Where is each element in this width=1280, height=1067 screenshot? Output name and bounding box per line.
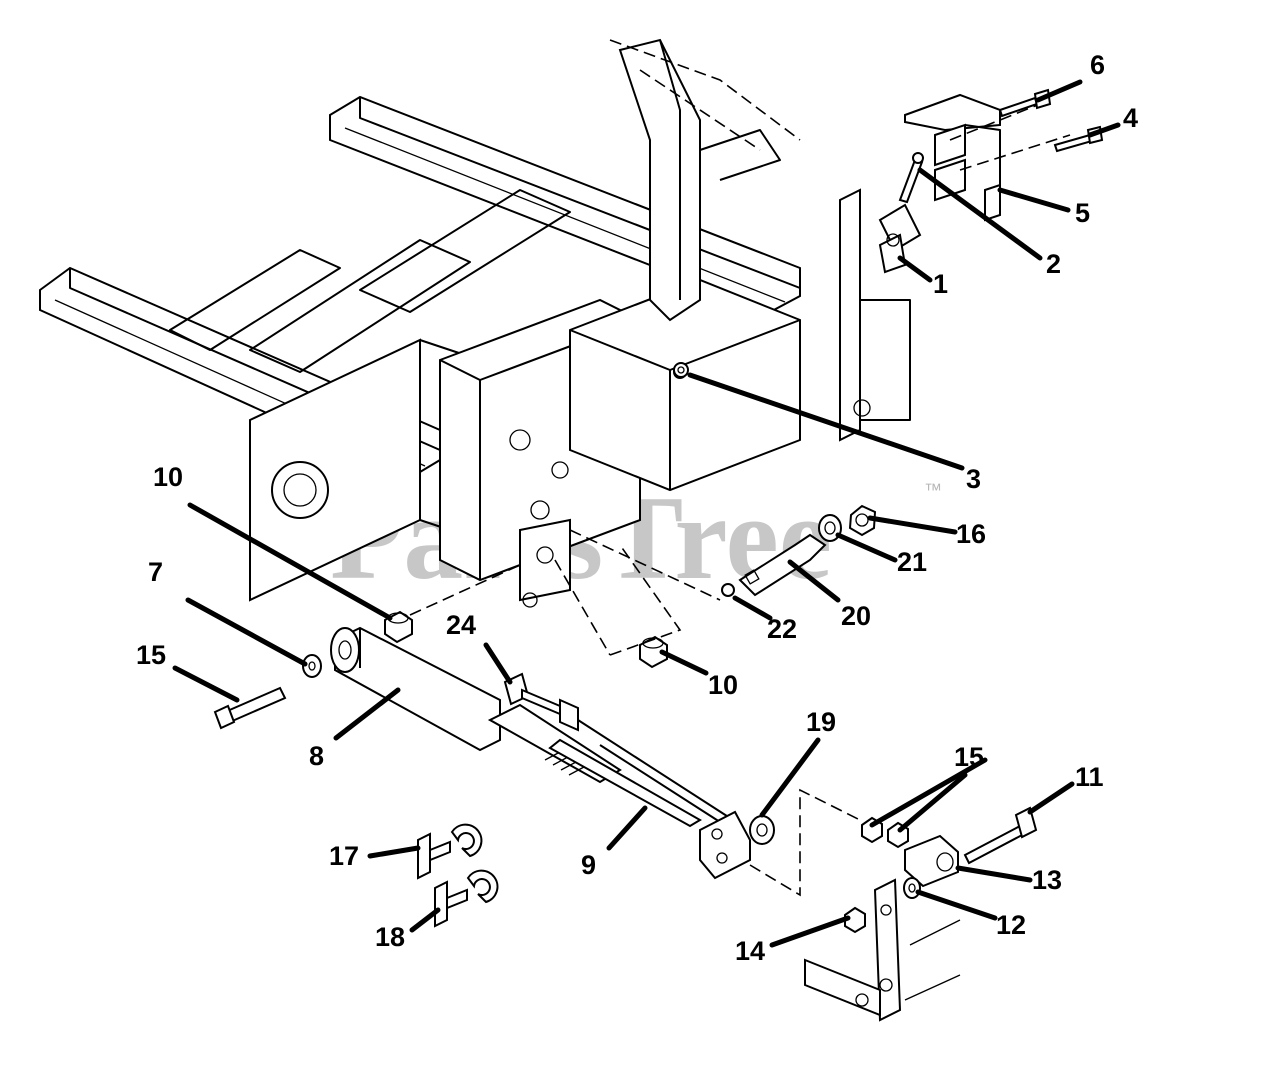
callout-9: 9 xyxy=(581,850,596,880)
callout-4: 4 xyxy=(1123,103,1138,133)
callout-18: 17 xyxy=(329,841,359,871)
clips-18-19 xyxy=(417,823,499,928)
callout-17: 16 xyxy=(956,519,986,549)
linkage-upper-parts xyxy=(569,504,877,601)
callout-10-upper: 10 xyxy=(153,462,183,492)
callout-7: 7 xyxy=(148,557,163,587)
callout-6: 6 xyxy=(1090,50,1105,80)
callout-22: 21 xyxy=(897,547,927,577)
leader-lines xyxy=(172,79,1121,948)
callout-1: 1 xyxy=(933,269,948,299)
callout-16: 15 xyxy=(136,640,166,670)
callout-14: 14 xyxy=(735,936,765,966)
callout-2: 2 xyxy=(1046,249,1061,279)
watermark-trademark: ™ xyxy=(924,480,942,500)
callout-24: 24 xyxy=(446,610,476,640)
nut-3-part xyxy=(673,362,689,378)
callout-5: 5 xyxy=(1075,198,1090,228)
callout-3: 3 xyxy=(966,464,981,494)
lower-linkage-parts xyxy=(804,806,1038,1022)
callout-20: 19 xyxy=(806,707,836,737)
callout-19: 18 xyxy=(375,922,405,952)
callout-8: 8 xyxy=(309,741,324,771)
callout-21: 20 xyxy=(841,601,871,631)
cable-9-adjuster-24 xyxy=(503,672,861,897)
chassis-frame xyxy=(39,38,911,608)
callout-labels: 6 4 5 2 1 3 16 21 20 22 10 7 15 8 24 10 … xyxy=(136,50,1138,966)
callout-12: 12 xyxy=(996,910,1026,940)
callout-11: 11 xyxy=(1075,762,1104,792)
callout-13: 13 xyxy=(1032,865,1062,895)
callout-10-lower: 10 xyxy=(708,670,738,700)
steering-bracket-assembly xyxy=(878,88,1104,274)
callout-15: 15 xyxy=(954,742,984,772)
callout-23: 22 xyxy=(767,614,797,644)
washer-7-bolt-16 xyxy=(213,654,322,730)
